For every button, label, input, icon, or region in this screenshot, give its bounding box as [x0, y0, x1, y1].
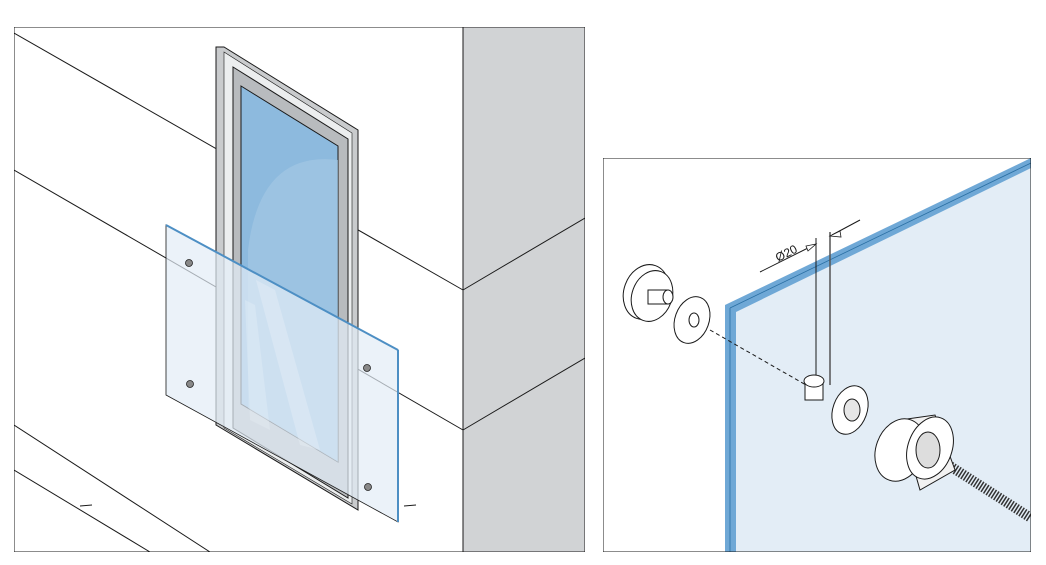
washer-outer	[673, 296, 711, 344]
cover-cap	[622, 264, 674, 322]
bolt-icon	[185, 259, 372, 491]
glass-pane	[725, 158, 1031, 552]
window-balustrade-view	[14, 27, 585, 552]
fixing-detail-view: Ø20	[603, 158, 1031, 552]
spacer-sleeve	[803, 374, 825, 401]
wall-column	[462, 27, 585, 552]
washer-inner	[831, 385, 869, 435]
mounting-bush	[874, 414, 956, 491]
glass-balustrade-panel	[165, 224, 399, 523]
